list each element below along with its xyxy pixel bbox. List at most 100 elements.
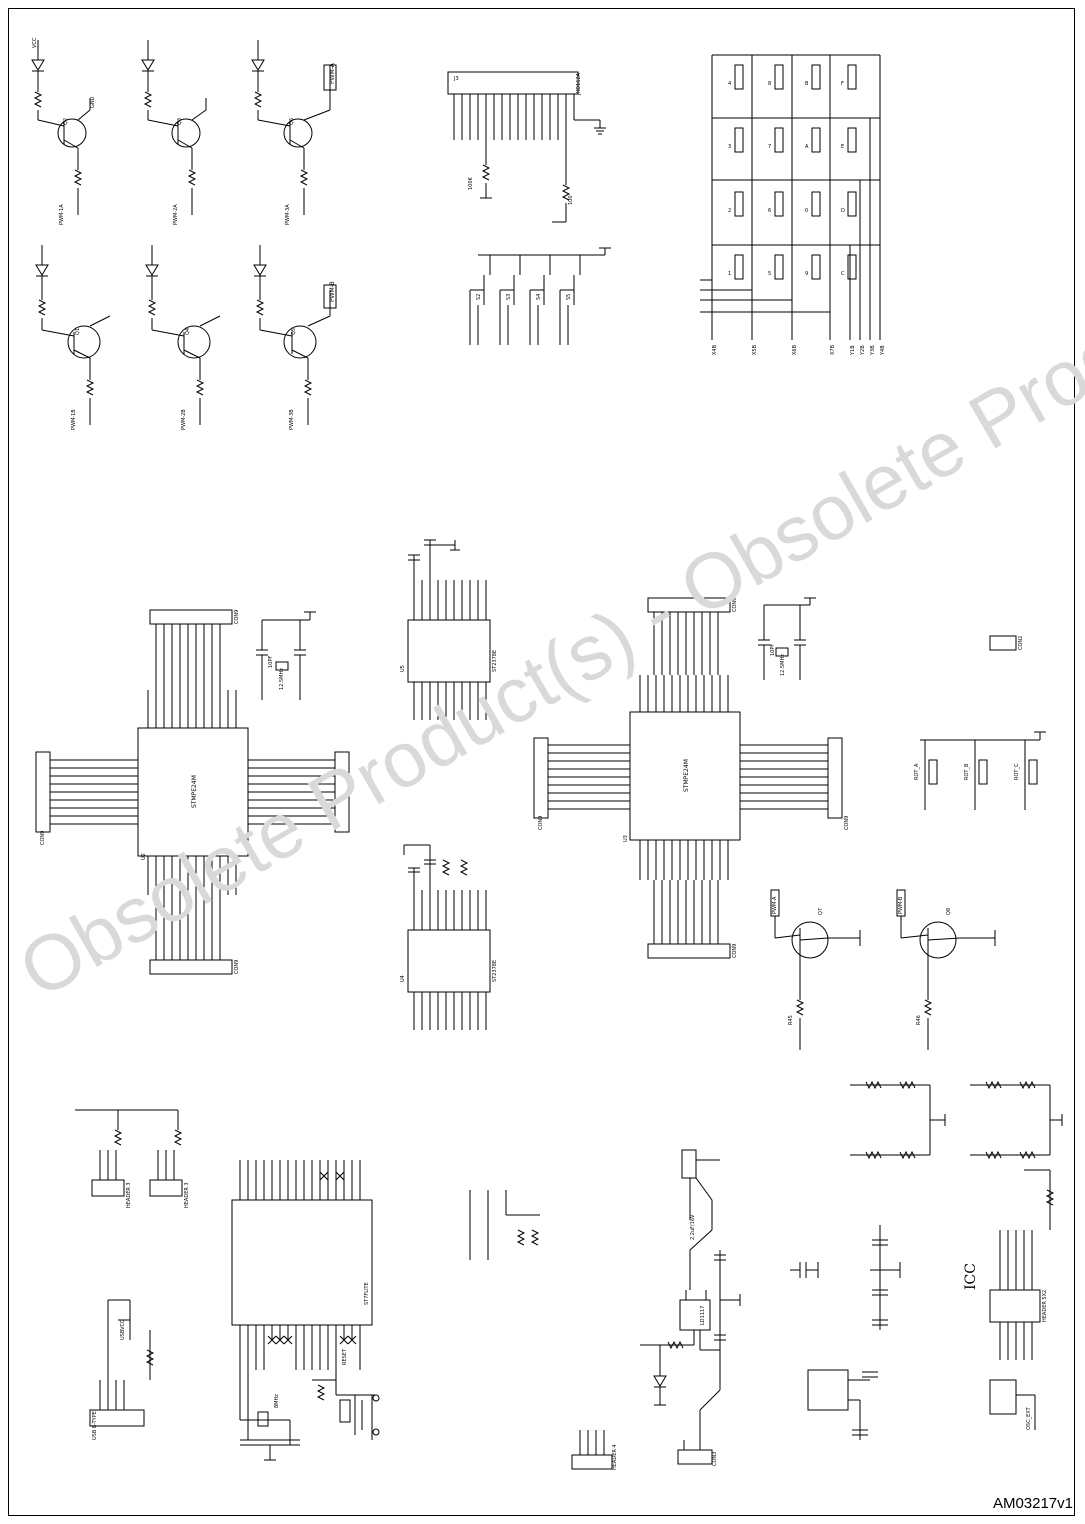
header-4-pins xyxy=(579,1430,605,1455)
row-x6b: X6B xyxy=(792,344,798,355)
j3-ref: J3 xyxy=(453,76,459,82)
u4-ref: U4 xyxy=(400,975,406,982)
u3-name: STMPE24M xyxy=(683,759,690,792)
crystal-u2-freq: 12.5MHz xyxy=(279,668,285,690)
j7-label: CON9 xyxy=(234,610,240,624)
connector-j6 xyxy=(334,751,350,833)
switch-s5 xyxy=(559,255,581,345)
key-0: 0 xyxy=(805,208,808,214)
q7-label: Q7 xyxy=(818,908,824,915)
crystal-u3-cap: 10PF xyxy=(770,644,776,656)
figure-reference: AM03217v1 xyxy=(992,1495,1073,1512)
j1-pins xyxy=(653,612,719,675)
net-pwm-3a: PWM-3A xyxy=(285,204,291,225)
key-a: A xyxy=(805,144,809,150)
s4-label: S4 xyxy=(536,294,542,300)
led-driver-q5 xyxy=(253,245,337,425)
pwm-transistor-q7 xyxy=(770,889,861,1050)
ic-u6 xyxy=(231,1160,373,1370)
header4-label: HEADER 4 xyxy=(612,1444,618,1470)
jumpers-jp1-jp2 xyxy=(75,1109,183,1197)
j1-label: CON9 xyxy=(732,598,738,612)
vcc-label: VCC xyxy=(32,37,38,48)
key-e: E xyxy=(841,144,844,150)
q2-label: Q2 xyxy=(63,118,69,125)
switch-block xyxy=(469,247,611,345)
net-pwm-1b: PWM-1B xyxy=(71,409,77,430)
j10-label: CON9 xyxy=(844,816,850,830)
usb-connector xyxy=(89,1299,155,1427)
rot-c: ROT_C xyxy=(1014,763,1020,780)
rot-switches xyxy=(920,731,1046,810)
led-driver-q6 xyxy=(251,40,337,215)
gnd-label: GND xyxy=(90,96,96,108)
icc-header-label: HEADER 5X2 xyxy=(1042,1290,1048,1322)
ic-u5 xyxy=(407,539,491,720)
key-9: 9 xyxy=(805,271,808,277)
net-label-pwm-a: PWM-A xyxy=(329,62,336,84)
power-regulator xyxy=(640,1149,741,1465)
q5-label: Q5 xyxy=(291,328,297,335)
j8-label: CON9 xyxy=(40,831,46,845)
j3-name: JHD162A xyxy=(576,72,582,96)
ic-u3 xyxy=(548,675,828,880)
r-contrast: 100K xyxy=(468,176,474,190)
row-x4b: X4B xyxy=(712,344,718,355)
r46-label: R46 xyxy=(916,1015,922,1025)
crystal-u6 xyxy=(239,1370,300,1461)
rot-b: ROT_B xyxy=(964,763,970,780)
row-x7b: X7B xyxy=(830,344,836,355)
net-label-pwm-b: PWM-B xyxy=(329,281,336,302)
key-8: 8 xyxy=(768,81,771,87)
key-1: 1 xyxy=(728,271,731,277)
q8-label: Q8 xyxy=(946,908,952,915)
col-y3b: Y3B xyxy=(870,345,876,356)
connector-j4 xyxy=(989,635,1017,651)
r45-label: R45 xyxy=(788,1015,794,1025)
connector-j8 xyxy=(35,751,51,833)
net-pwm-2a: PWM-2A xyxy=(173,204,179,225)
jp2-label: HEADER 3 xyxy=(184,1182,190,1208)
usb-label: USB B-TYPE xyxy=(92,1411,98,1440)
pwm-a-flag: PWM-A xyxy=(772,896,778,914)
s2-label: S2 xyxy=(476,294,482,300)
j9-pins xyxy=(653,880,719,944)
col-y4b: Y4B xyxy=(880,345,886,356)
key-d: D xyxy=(841,208,845,214)
key-3: 3 xyxy=(728,144,731,150)
reset-label: RESET xyxy=(342,1348,348,1365)
led-driver-q3 xyxy=(141,40,207,215)
crystal-u2 xyxy=(256,611,316,700)
net-pwm-2b: PWM-2B xyxy=(181,409,187,430)
s5-label: S5 xyxy=(566,294,572,300)
u4-name: ST2378E xyxy=(492,960,498,982)
led-driver-q2 xyxy=(31,40,91,215)
header-4 xyxy=(571,1454,613,1470)
divider-a xyxy=(850,1080,946,1160)
keypad-matrix xyxy=(700,54,881,340)
pwm-b-flag: PWM-B xyxy=(898,896,904,914)
u3-ref: U3 xyxy=(623,835,629,842)
led-driver-q4 xyxy=(145,245,221,425)
key-b: B xyxy=(805,81,809,87)
q1-label: Q1 xyxy=(75,328,81,335)
crystal-u3-freq: 12.5MHz xyxy=(780,654,786,676)
switch-s4 xyxy=(529,255,551,345)
q4-label: Q4 xyxy=(185,328,191,335)
small-regulator xyxy=(807,1369,878,1440)
col-y1b: Y1B xyxy=(850,345,856,356)
q3-label: Q3 xyxy=(177,118,183,125)
j5-label: CON9 xyxy=(234,960,240,974)
pwm-transistor-q8 xyxy=(896,889,996,1050)
ic-u4 xyxy=(403,844,491,1030)
decoupling-caps xyxy=(790,1225,901,1330)
key-c: C xyxy=(841,271,845,277)
osc-ext-label: OSC_EXT xyxy=(1026,1406,1032,1430)
icc-title: ICC xyxy=(963,1263,979,1290)
icc-header xyxy=(989,1169,1055,1430)
switch-s3 xyxy=(499,255,521,345)
drawing-frame xyxy=(8,8,1075,1516)
connector-j7 xyxy=(149,609,233,625)
